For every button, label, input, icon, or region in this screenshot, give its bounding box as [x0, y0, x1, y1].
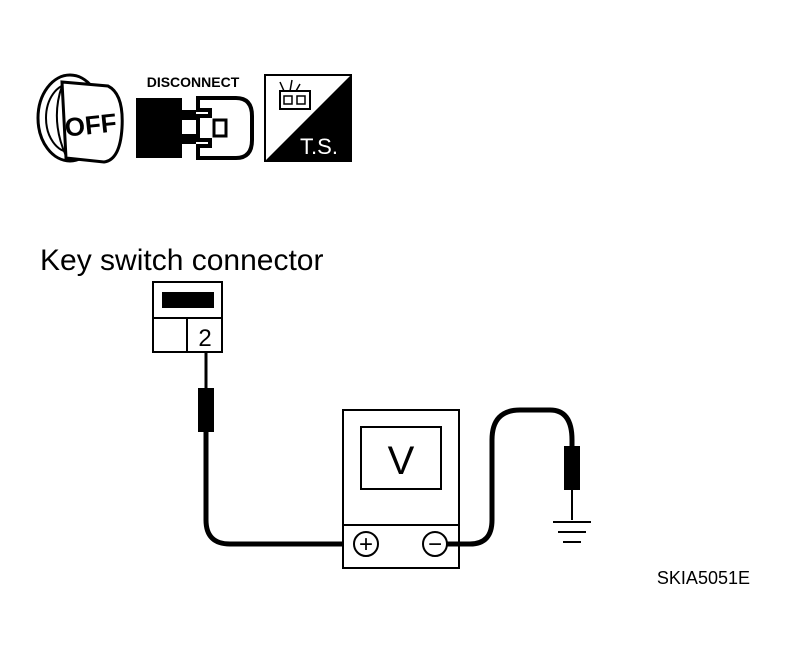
negative-terminal: − — [422, 531, 448, 558]
key-switch-connector: 2 — [152, 281, 223, 353]
ground-icon — [553, 521, 591, 543]
negative-terminal-symbol: − — [428, 531, 442, 558]
positive-terminal: + — [353, 531, 379, 558]
disconnect-connector-icon: DISCONNECT — [136, 74, 254, 160]
terminal-side-icon: T.S. — [264, 74, 352, 162]
terminal-number: 2 — [198, 325, 211, 352]
connector-title: Key switch connector — [40, 244, 323, 277]
ignition-off-text: OFF — [63, 107, 118, 142]
meter-unit-label: V — [388, 439, 415, 483]
negative-probe — [447, 407, 580, 547]
positive-terminal-symbol: + — [359, 531, 373, 558]
ignition-key-off-icon: OFF — [36, 73, 124, 164]
positive-probe — [198, 352, 346, 547]
voltmeter: V + − — [342, 409, 460, 569]
disconnect-label: DISCONNECT — [147, 74, 240, 90]
figure-code: SKIA5051E — [657, 568, 750, 588]
terminal-side-text: T.S. — [300, 134, 338, 159]
